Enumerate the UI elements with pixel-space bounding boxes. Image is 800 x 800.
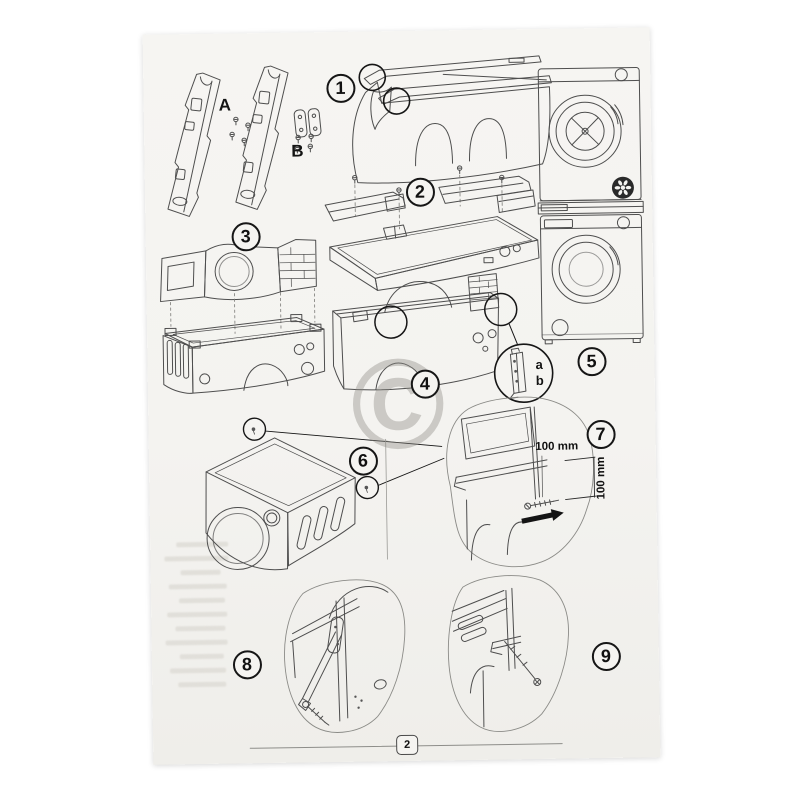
step-2-marker: 2 xyxy=(405,176,435,207)
step-8-figure xyxy=(284,579,406,733)
step-7-figure xyxy=(446,396,596,568)
assembly-diagram-artwork xyxy=(160,55,644,749)
step-5-figure xyxy=(537,66,644,345)
direction-arrow xyxy=(521,509,564,524)
fan-icon xyxy=(611,176,634,199)
measurement-100mm-vertical: 100 mm xyxy=(594,456,608,500)
page-number-box: 2 xyxy=(396,734,419,756)
step-6-figure xyxy=(205,417,445,571)
part-b-label: B xyxy=(291,141,304,161)
step-9-figure xyxy=(447,575,569,732)
step-4-figure xyxy=(332,273,554,403)
step-1-figure xyxy=(352,55,552,184)
measurement-100mm-horizontal: 100 mm xyxy=(535,440,579,454)
instruction-sheet: © 1 2 3 4 5 6 7 8 9 A B a b 100 mm 100 m… xyxy=(142,27,661,765)
step-1-marker: 1 xyxy=(325,73,356,103)
step-2-figure xyxy=(324,165,540,291)
screw-diagonal-8 xyxy=(302,700,330,726)
step-7-marker: 7 xyxy=(585,419,616,449)
screw-diagonal-9 xyxy=(504,640,542,687)
step-9-marker: 9 xyxy=(591,641,621,671)
detail-a-label: a xyxy=(535,356,543,373)
parts-a-figure xyxy=(166,63,290,219)
detail-b-label: b xyxy=(535,372,544,389)
step-3-figure xyxy=(160,239,326,394)
part-a-label: A xyxy=(218,95,232,115)
screw-horizontal xyxy=(524,499,560,510)
step-3-marker: 3 xyxy=(230,221,261,252)
step-8-marker: 8 xyxy=(232,649,262,680)
step-5-marker: 5 xyxy=(576,346,607,376)
step-6-marker: 6 xyxy=(348,445,378,476)
step-4-marker: 4 xyxy=(410,368,440,399)
